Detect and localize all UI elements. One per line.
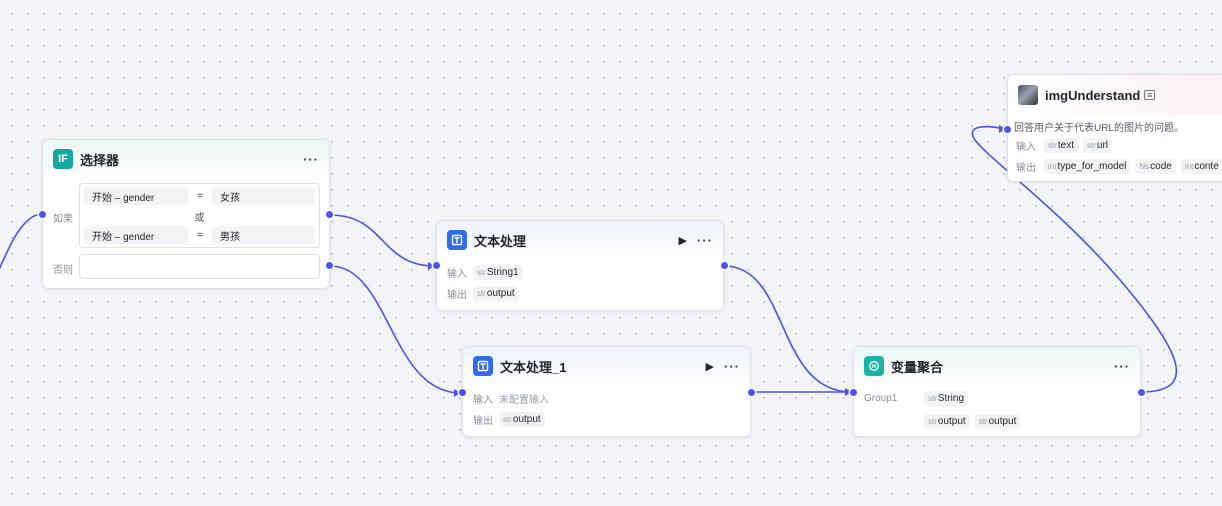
edge-arrow [454,389,461,397]
input-placeholder: 未配置输入 [499,395,549,406]
selector-node[interactable]: IF 选择器 ··· 如果 开始 – gender = 女孩 或 开始 – ge… [42,139,330,289]
node-title: 文本处理_1 [500,359,567,375]
condition-row[interactable]: 开始 – gender = 男孩 [84,226,315,244]
plugin-image-icon [1018,85,1038,105]
text-process-1-output-port[interactable] [748,389,755,396]
text-process-icon [447,230,467,250]
node-title: 选择器 [80,152,120,168]
output-label: 输出 [473,416,493,427]
if-label: 如果 [53,214,73,225]
input-label: 输入 [1016,142,1036,153]
node-title: imgUnderstand [1045,87,1141,103]
edge-selector-else-to-text-process-1 [329,265,462,394]
if-icon: IF [53,149,73,169]
or-label: 或 [194,213,205,224]
edge-arrow [845,388,852,396]
edge-arrow [428,262,435,270]
edge-text-process-to-var-aggregate [723,265,853,393]
selector-else-output-port[interactable] [326,262,333,269]
img-understand-input-port[interactable] [1004,126,1011,133]
input-label: 输入 [447,269,467,280]
selector-header[interactable]: IF 选择器 ··· [43,140,329,178]
play-icon[interactable]: ▶ [678,234,687,247]
edge-start-to-selector [0,213,41,270]
condition-box[interactable]: 开始 – gender = 女孩 或 开始 – gender = 男孩 [79,183,320,248]
text-process-input-port[interactable] [433,262,440,269]
selector-if-output-port[interactable] [326,211,333,218]
node-description: 回答用户关于代表URL的图片的问题。 [1014,123,1185,134]
condition-row[interactable]: 开始 – gender = 女孩 [84,187,315,205]
input-row: 输入 未配置输入 [473,391,549,406]
else-box[interactable] [79,254,320,279]
more-icon[interactable]: ··· [724,358,740,374]
variable-aggregate-input-port[interactable] [850,389,857,396]
play-icon[interactable]: ▶ [705,360,714,373]
group-label: Group1 [864,393,898,404]
edge-var-aggregate-to-img-understand [971,125,1178,393]
node-title: 变量聚合 [891,359,944,375]
text-process-1-input-port[interactable] [459,389,466,396]
img-understand-header[interactable]: imgUnderstand ≡ [1008,75,1222,115]
text-process-1-header[interactable]: 文本处理_1 ▶ ··· [463,347,750,385]
condition-left-operand[interactable]: 开始 – gender [84,226,188,244]
output-label: 输出 [447,290,467,301]
text-process-output-port[interactable] [721,262,728,269]
edge-arrow [999,125,1006,133]
plugin-badge-icon: ≡ [1144,90,1156,100]
more-icon[interactable]: ··· [303,151,319,167]
else-label: 否则 [53,265,73,276]
selector-input-port[interactable] [39,211,46,218]
node-title: 文本处理 [474,233,527,249]
input-label: 输入 [473,395,493,406]
condition-operator[interactable]: = [197,190,203,202]
variable-aggregate-header[interactable]: 变量聚合 ··· [854,347,1140,385]
img-understand-node[interactable]: imgUnderstand ≡ 回答用户关于代表URL的图片的问题。 输入 st… [1007,74,1222,182]
more-icon[interactable]: ··· [1114,358,1130,374]
variable-aggregate-output-port[interactable] [1138,389,1145,396]
edge-selector-if-to-text-process [329,214,436,267]
condition-left-operand[interactable]: 开始 – gender [84,187,188,205]
output-label: 输出 [1016,163,1036,174]
variable-aggregate-icon [864,356,884,376]
condition-operator[interactable]: = [197,229,203,241]
text-process-header[interactable]: 文本处理 ▶ ··· [437,221,723,259]
text-process-icon [473,356,493,376]
condition-right-operand[interactable]: 男孩 [212,226,315,244]
more-icon[interactable]: ··· [697,232,713,248]
condition-right-operand[interactable]: 女孩 [212,187,315,205]
